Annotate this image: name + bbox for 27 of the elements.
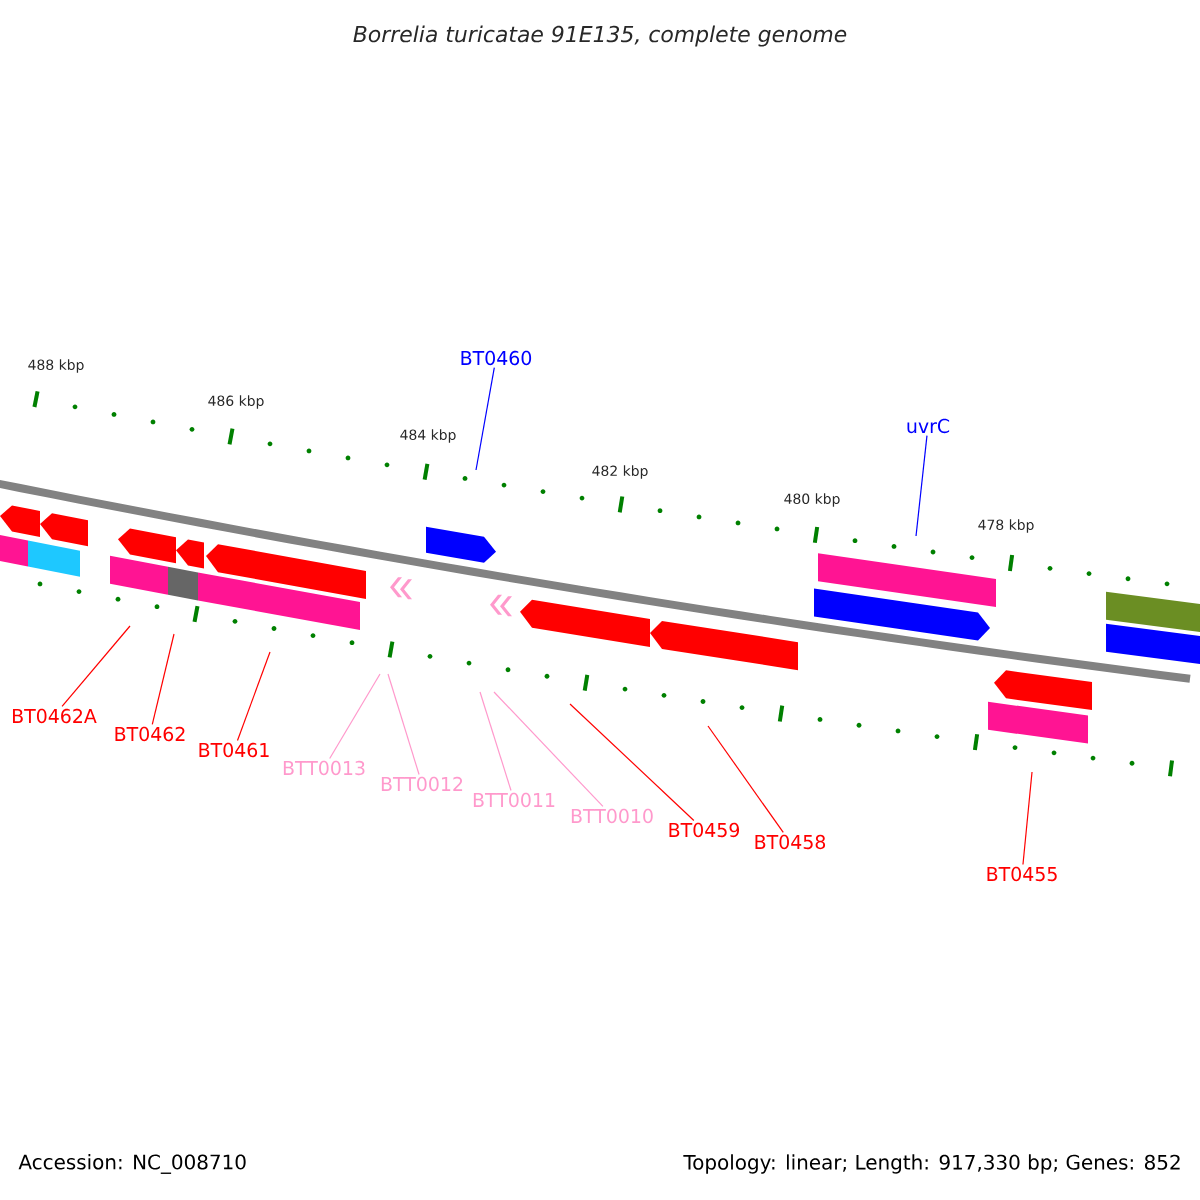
leader-line: [387, 673, 420, 776]
gene-label: BT0458: [755, 834, 826, 850]
gene-label: uvrC: [907, 418, 950, 434]
leader-line: [493, 691, 604, 808]
leader-line: [329, 673, 381, 760]
gene-label: BT0462: [115, 726, 185, 742]
gene-label: BT0461: [199, 742, 269, 758]
leader-line: [479, 691, 512, 792]
leader-line: [1022, 771, 1033, 866]
gene-label: BTT0011: [473, 792, 555, 808]
gene-label: BT0459: [669, 822, 740, 838]
gene-label: BTT0010: [571, 808, 653, 824]
footer-text: Accession: NC_008710: [18, 1154, 246, 1174]
leader-line: [61, 625, 131, 708]
leader-line: [569, 703, 695, 822]
leader-line: [475, 366, 495, 471]
gene-label: BT0462A: [13, 708, 97, 724]
gene-label: BT0455: [987, 866, 1057, 882]
leader-line: [236, 651, 271, 742]
leader-line: [915, 434, 928, 537]
gene-label: BTT0012: [381, 776, 463, 792]
gene-label: BT0460: [461, 350, 532, 366]
title: Borrelia turicatae 91E135, complete genome: [353, 25, 847, 47]
leader-line: [707, 725, 784, 834]
footer-text: Topology: linear; Length: 917,330 bp; Genes: 852: [683, 1154, 1180, 1174]
gene-label: BTT0013: [283, 760, 365, 776]
leader-line: [151, 633, 175, 726]
